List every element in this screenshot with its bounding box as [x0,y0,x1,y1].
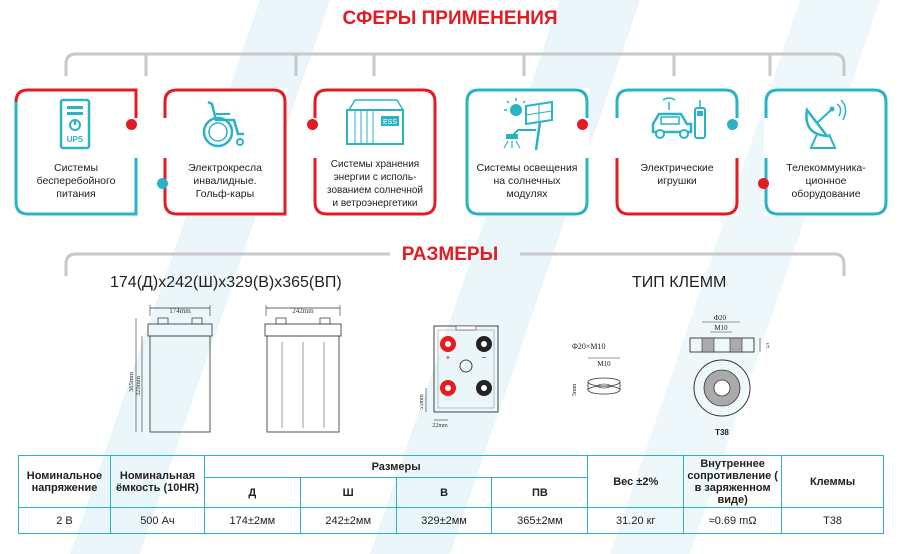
svg-text:ESS: ESS [383,119,397,126]
app-label-telecom: Телекоммуника- ционное оборудование [786,162,866,200]
cell-weight: 31.20 кг [587,507,685,534]
card-connector-dot [727,119,738,130]
app-card-ess: ESS Системы хранения энергии с исполь- з… [313,88,437,216]
term-d20-label: Φ20 [714,314,727,322]
app-label-wheelchair: Электрокресла инвалидные. Гольф-кары [188,162,262,200]
app-card-solar: Системы освещения на солнечных модулях [465,88,589,216]
cell-voltage: 2 В [18,507,111,534]
header-terminals: Клеммы [781,455,884,508]
dimensions-title: РАЗМЕРЫ [401,244,499,265]
header-th: ПВ [491,477,589,508]
table-row: 2 В 500 Ач 174±2мм 242±2мм 329±2мм 365±2… [18,507,884,534]
app-card-ups: UPS Системы бесперебойного питания [14,88,138,216]
header-d: Д [203,477,301,508]
ess-container-icon: ESS [346,99,404,145]
toy-car-icon [651,97,706,139]
card-connector-dot [758,178,769,189]
terminal-t38-drawing: Φ20 M10 5 T38 [682,312,772,440]
header-capacity: Номинальная ёмкость (10HR) [109,455,205,508]
applications-bracket [64,52,846,76]
header-h: В [395,477,493,508]
cell-terminals: T38 [781,507,884,534]
card-connector-dot [307,119,318,130]
cell-th: 365±2мм [491,507,589,534]
dimensions-bracket [64,252,846,276]
app-label-ess: Системы хранения энергии с исполь- зован… [326,159,424,209]
side-view-drawing: 242mm [262,302,344,442]
app-card-wheelchair: Электрокресла инвалидные. Гольф-кары [163,88,287,216]
bolt-5-label: 5mm [572,383,578,396]
solar-light-icon [503,98,553,151]
dim-55-label: 55mm [420,394,425,410]
svg-text:−: − [482,353,487,362]
bolt-m10-label: M10 [597,360,611,368]
header-voltage: Номинальное напряжение [18,455,111,508]
size-text: 174(Д)x242(Ш)x329(В)x365(ВП) [110,274,342,291]
header-w: Ш [299,477,397,508]
app-label-ups: Системы бесперебойного питания [36,162,116,200]
terminal-type-title: ТИП КЛЕММ [632,274,727,291]
spec-table: Номинальное напряжение Номинальная ёмкос… [18,455,884,534]
term-m10-label: M10 [714,324,728,332]
app-label-solar: Системы освещения на солнечных модулях [476,162,578,200]
term-5-label: 5 [766,342,770,350]
cell-resistance: ≈0.69 mΩ [683,507,783,534]
wheelchair-icon [202,100,244,148]
card-connector-dot [577,119,588,130]
svg-text:+: + [446,353,451,362]
bolt-drawing: Φ20×M10 M10 5mm [568,340,640,410]
bolt-spec-label: Φ20×M10 [572,342,605,351]
header-weight: Вес ±2% [587,455,685,508]
front-view-drawing: 174mm 365mm 329mm [128,302,228,442]
ups-icon: UPS [59,98,91,150]
app-card-telecom: Телекоммуника- ционное оборудование [764,88,888,216]
dim-22-label: 22mm [432,423,448,429]
satellite-dish-icon [805,99,847,149]
applications-title: СФЕРЫ ПРИМЕНЕНИЯ [342,8,558,29]
side-width-label: 242mm [292,307,314,315]
height-total-label: 365mm [128,372,135,392]
app-label-toys: Электрические игрушки [640,162,714,187]
card-connector-dot [126,119,137,130]
cell-h: 329±2мм [395,507,493,534]
height-body-label: 329mm [135,376,142,396]
cell-w: 242±2мм [299,507,397,534]
term-name-label: T38 [715,428,729,437]
top-view-drawing: + − 55mm 22mm [419,322,504,430]
header-dimensions: Размеры [203,455,589,478]
front-width-label: 174mm [169,307,191,315]
cell-capacity: 500 Ач [109,507,205,534]
card-connector-dot [157,178,168,189]
svg-text:UPS: UPS [67,135,84,144]
cell-d: 174±2мм [203,507,301,534]
header-resistance: Внутреннее сопротивление ( в заряженном … [683,455,783,508]
app-card-toys: Электрические игрушки [615,88,739,216]
